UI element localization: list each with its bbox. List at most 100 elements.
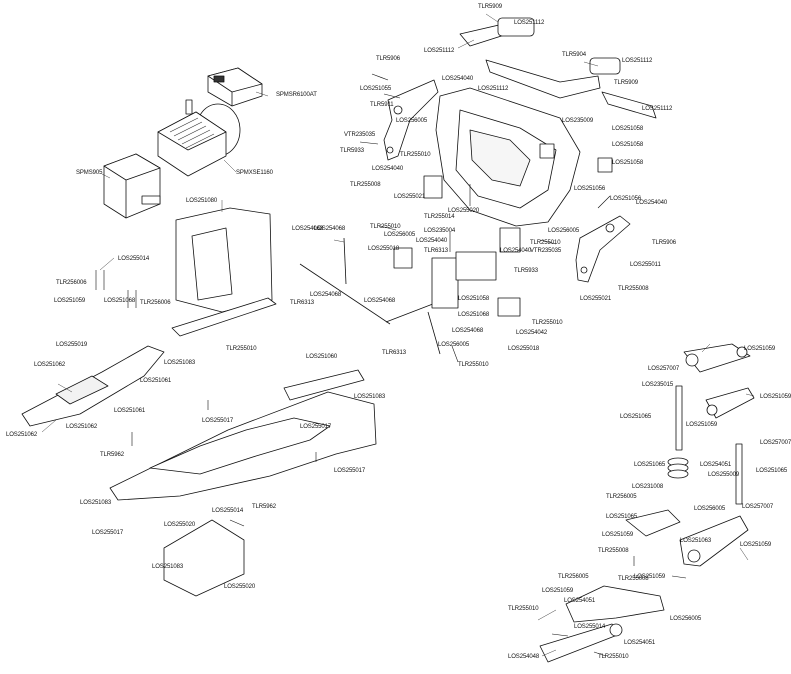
part-number-label: SPMS905 — [76, 170, 103, 176]
part-number-label: TLR256006 — [140, 300, 171, 306]
part-number-label: LOS251058 — [612, 142, 644, 148]
part-number-label: LOS256005 — [670, 616, 702, 622]
part-number-label: LOS251059 — [740, 542, 772, 548]
part-number-label: LOS255017 — [92, 530, 124, 536]
part-number-label: LOS251056 — [574, 186, 606, 192]
part-number-label: LOS254040 — [442, 76, 474, 82]
part-number-label: LOS251059 — [54, 298, 86, 304]
part-number-label: LOS251058 — [612, 126, 644, 132]
part-number-label: LOS257007 — [760, 440, 791, 446]
part-number-label: LOS255020 — [164, 522, 196, 528]
part-number-label: LOS251061 — [114, 408, 146, 414]
part-number-label: LOS254068 — [364, 298, 396, 304]
part-number-label: LOS255017 — [334, 468, 366, 474]
part-number-label: LOS235004 — [424, 228, 456, 234]
part-number-label: TLR5933 — [514, 268, 538, 274]
part-number-label: LOS251059 — [634, 574, 666, 580]
part-number-label: LOS251112 — [642, 106, 673, 112]
part-number-label: LOS251083 — [164, 360, 196, 366]
part-number-label: LOS254040 — [636, 200, 668, 206]
part-number-label: LOS251112 — [622, 58, 653, 64]
front-bulkhead-part — [175, 207, 273, 313]
main-chassis-plate — [109, 391, 377, 501]
battery-tray — [163, 519, 245, 597]
upper-arm-right — [575, 215, 631, 283]
part-number-label: TLR255010 — [370, 224, 401, 230]
part-number-label: TLR256005 — [558, 574, 589, 580]
part-number-label: LOS254068 — [452, 328, 484, 334]
part-number-label: TLR5909 — [614, 80, 638, 86]
part-number-label: LOS254042 — [516, 330, 548, 336]
part-number-label: LOS254051 — [700, 462, 732, 468]
part-number-label: LOS256005 — [694, 506, 726, 512]
part-number-label: TLR255010 — [532, 320, 563, 326]
part-number-label: LOS251058 — [612, 160, 644, 166]
part-number-label: TLR255010 — [530, 240, 561, 246]
part-number-label: LOS235015 — [642, 382, 674, 388]
part-number-label: LOS235009 — [562, 118, 594, 124]
part-number-label: VTR235035 — [530, 248, 562, 254]
part-number-label: TLR5906 — [652, 240, 676, 246]
part-number-label: LOS255011 — [630, 262, 661, 268]
shock-absorber-upper — [459, 17, 657, 119]
part-number-label: LOS254068 — [310, 292, 342, 298]
part-number-label: LOS251056 — [610, 196, 642, 202]
part-number-label: LOS251068 — [458, 312, 490, 318]
part-number-label: LOS257007 — [742, 504, 774, 510]
front-chassis-plate — [21, 345, 165, 427]
part-number-label: LOS255018 — [368, 246, 400, 252]
part-number-label: LOS251062 — [66, 424, 98, 430]
part-number-label: LOS254040 — [416, 238, 448, 244]
part-number-label: LOS255017 — [300, 424, 332, 430]
part-number-label: TLR255008 — [350, 182, 381, 188]
part-number-label: LOS251059 — [760, 394, 791, 400]
part-number-label: LOS255014 — [574, 624, 606, 630]
part-number-label: LOS231008 — [632, 484, 664, 490]
upper-arm-left — [383, 79, 439, 161]
shock-tower-part — [435, 87, 581, 227]
part-number-label: LOS254068 — [292, 226, 324, 232]
part-number-label: TLR255010 — [508, 606, 539, 612]
part-number-label: SPMXSE1160 — [236, 170, 273, 176]
receiver-part — [207, 67, 263, 107]
part-number-label: LOS255020 — [224, 584, 256, 590]
part-number-label: TLR6313 — [290, 300, 314, 306]
part-number-label: VTR235035 — [344, 132, 376, 138]
part-number-label: TLR5933 — [340, 148, 364, 154]
part-number-label: LOS251083 — [80, 500, 112, 506]
part-number-label: TLR5906 — [376, 56, 400, 62]
screw-set — [95, 73, 687, 657]
bumper-plate — [283, 369, 365, 401]
part-number-label: LOS251055 — [360, 86, 392, 92]
part-number-label: LOS251080 — [186, 198, 218, 204]
part-number-label: TLR255010 — [458, 362, 489, 368]
part-number-label: TLR255010 — [598, 654, 629, 660]
bellcrank-lower — [625, 509, 749, 567]
part-number-label: LOS256005 — [384, 232, 416, 238]
part-number-label: LOS254040 — [372, 166, 404, 172]
part-number-label: TLR5904 — [562, 52, 586, 58]
part-number-label: LOS254040 — [500, 248, 532, 254]
part-number-label: LOS257007 — [648, 366, 680, 372]
part-number-label: LOS255014 — [212, 508, 244, 514]
drag-link — [539, 585, 665, 663]
part-number-label: LOS251063 — [680, 538, 712, 544]
part-number-label: LOS251061 — [140, 378, 172, 384]
part-number-label: LOS251112 — [514, 20, 545, 26]
part-number-label: TLR6313 — [424, 248, 448, 254]
part-number-label: TLR256005 — [606, 494, 637, 500]
part-number-label: LOS255021 — [580, 296, 612, 302]
part-number-label: LOS251068 — [104, 298, 136, 304]
part-number-label: LOS251065 — [634, 462, 666, 468]
servo-part — [103, 153, 161, 219]
part-number-label: LOS251059 — [744, 346, 776, 352]
part-number-label: LOS255018 — [508, 346, 540, 352]
servo-saver-spring — [667, 457, 689, 479]
part-number-label: LOS256005 — [438, 342, 470, 348]
part-number-label: TLR255010 — [400, 152, 431, 158]
part-number-label: LOS251059 — [542, 588, 574, 594]
part-number-label: LOS255019 — [56, 342, 88, 348]
esc-part — [157, 99, 241, 177]
bellcrank-upper — [683, 343, 755, 419]
